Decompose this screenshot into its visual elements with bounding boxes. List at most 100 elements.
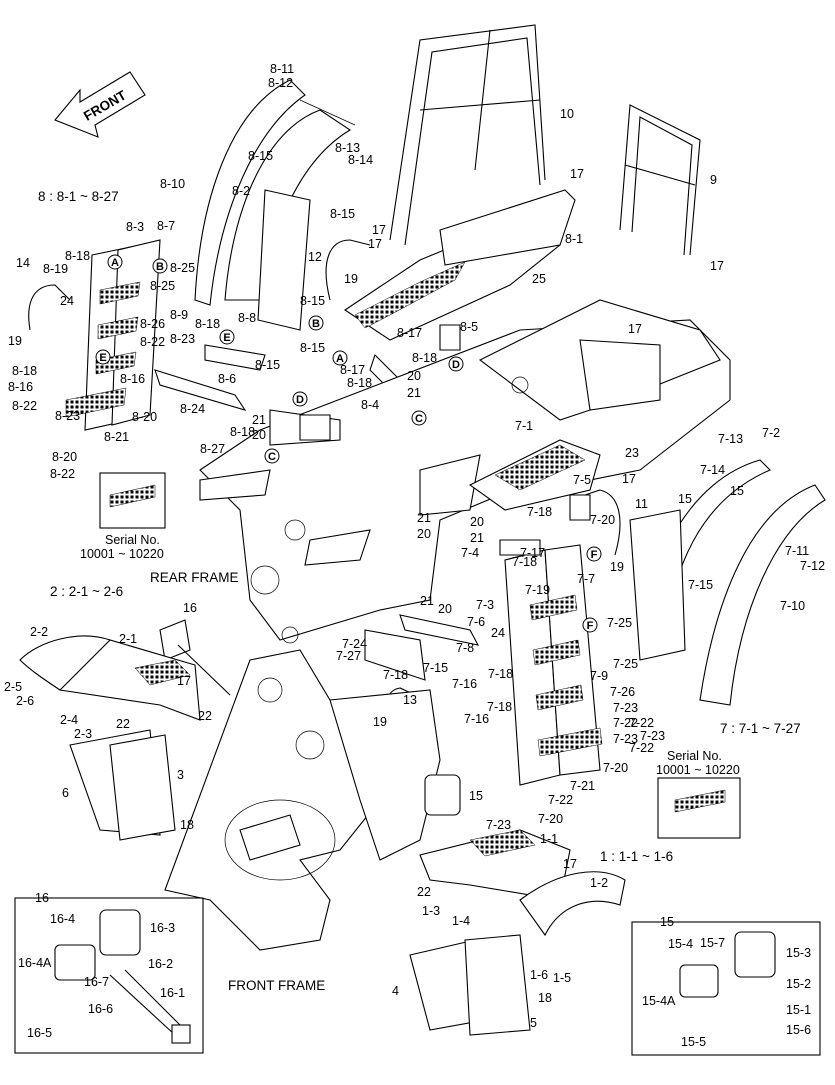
inset-callout-16-5: 16-5	[27, 1026, 52, 1040]
callout-8-10: 8-10	[160, 177, 185, 191]
callout-8-25: 8-25	[150, 279, 175, 293]
callout-7-24: 7-24	[342, 637, 367, 651]
callout-8-15: 8-15	[330, 207, 355, 221]
callout-7-20: 7-20	[590, 513, 615, 527]
callout-8-23: 8-23	[170, 332, 195, 346]
callout-18: 18	[538, 991, 552, 1005]
callout-2-6: 2-6	[16, 694, 34, 708]
callout-17: 17	[177, 674, 191, 688]
svg-text:A: A	[111, 257, 119, 269]
legend-group-1: 1 : 1-1 ~ 1-6	[600, 849, 673, 864]
callout-19: 19	[373, 715, 387, 729]
serial-box-7-3: Serial No. 10001 ~ 10220	[656, 749, 741, 839]
callout-15: 15	[469, 789, 483, 803]
svg-text:C: C	[415, 413, 423, 425]
callout-22: 22	[198, 709, 212, 723]
callout-8-15: 8-15	[300, 294, 325, 308]
callout-7-9: 7-9	[590, 669, 608, 683]
callout-8-22: 8-22	[50, 467, 75, 481]
svg-text:D: D	[452, 359, 460, 371]
callout-25: 25	[532, 272, 546, 286]
inset-callout-16-4: 16-4	[50, 912, 75, 926]
callout-15: 15	[730, 484, 744, 498]
callout-7-23: 7-23	[613, 732, 638, 746]
callout-8-22: 8-22	[12, 399, 37, 413]
callout-8-12: 8-12	[268, 76, 293, 90]
callout-9: 9	[710, 173, 717, 187]
callout-7-12: 7-12	[800, 559, 825, 573]
callout-7-14: 7-14	[700, 463, 725, 477]
circle-marker-b: B	[152, 258, 168, 274]
callout-7-23: 7-23	[640, 729, 665, 743]
callout-17: 17	[563, 857, 577, 871]
callout-8-16: 8-16	[8, 380, 33, 394]
callout-1-2: 1-2	[590, 876, 608, 890]
callout-8-14: 8-14	[348, 153, 373, 167]
callout-7-22: 7-22	[613, 716, 638, 730]
callout-1-6: 1-6	[530, 968, 548, 982]
callout-1-3: 1-3	[422, 904, 440, 918]
circle-marker-d: D	[448, 356, 464, 372]
callout-7-2: 7-2	[762, 426, 780, 440]
callout-8-24: 8-24	[180, 402, 205, 416]
inset-callout-15-6: 15-6	[786, 1023, 811, 1037]
callout-20: 20	[417, 527, 431, 541]
callout-7-23: 7-23	[613, 701, 638, 715]
circle-marker-c: C	[264, 448, 280, 464]
callout-24: 24	[491, 626, 505, 640]
callout-8-11: 8-11	[270, 62, 294, 76]
callout-7-22: 7-22	[629, 741, 654, 755]
callout-8-18: 8-18	[412, 351, 437, 365]
callout-17: 17	[570, 167, 584, 181]
serial-box-7-3-title: Serial No.	[667, 749, 722, 763]
callout-8-4: 8-4	[361, 398, 379, 412]
callout-7-13: 7-13	[718, 432, 743, 446]
callout-8-2: 8-2	[232, 184, 250, 198]
callout-8-7: 8-7	[157, 219, 175, 233]
legend-group-2: 2 : 2-1 ~ 2-6	[50, 584, 123, 599]
callout-8-18: 8-18	[12, 364, 37, 378]
circle-marker-e: E	[95, 349, 111, 365]
callout-5: 5	[530, 1016, 537, 1030]
callout-21: 21	[420, 594, 434, 608]
callout-8-20: 8-20	[52, 450, 77, 464]
callout-20: 20	[470, 515, 484, 529]
svg-text:F: F	[591, 549, 598, 561]
callout-7-20: 7-20	[603, 761, 628, 775]
callout-8-17: 8-17	[397, 326, 422, 340]
callout-20: 20	[252, 428, 266, 442]
rear-step-assembly	[28, 24, 701, 431]
svg-text:E: E	[223, 332, 230, 344]
callout-7-22: 7-22	[629, 716, 654, 730]
callout-1-4: 1-4	[452, 914, 470, 928]
callout-8-20: 8-20	[132, 410, 157, 424]
callout-19: 19	[610, 560, 624, 574]
callout-7-25: 7-25	[607, 616, 632, 630]
callout-8-15: 8-15	[255, 358, 280, 372]
callout-7-18: 7-18	[383, 668, 408, 682]
legend-group-7: 7 : 7-1 ~ 7-27	[720, 721, 801, 736]
callout-15: 15	[678, 492, 692, 506]
circle-marker-c: C	[411, 410, 427, 426]
callout-7-5: 7-5	[573, 473, 591, 487]
callout-8-19: 8-19	[43, 262, 68, 276]
callout-8-1: 8-1	[565, 232, 583, 246]
callout-7-26: 7-26	[610, 685, 635, 699]
callout-7-16: 7-16	[452, 677, 477, 691]
circle-marker-f: F	[582, 617, 598, 633]
callout-1-5: 1-5	[553, 971, 571, 985]
serial-box-8-3-range: 10001 ~ 10220	[80, 547, 164, 561]
inset-callout-16-6: 16-6	[88, 1002, 113, 1016]
callout-21: 21	[417, 511, 431, 525]
callout-8-9: 8-9	[170, 308, 188, 322]
callout-22: 22	[417, 885, 431, 899]
callout-1-1: 1-1	[540, 832, 558, 846]
callout-8-26: 8-26	[140, 317, 165, 331]
callout-7-21: 7-21	[570, 779, 595, 793]
callout-7-19: 7-19	[525, 583, 550, 597]
circle-marker-b: B	[308, 315, 324, 331]
callout-8-18: 8-18	[195, 317, 220, 331]
inset-callout-16-2: 16-2	[148, 957, 173, 971]
